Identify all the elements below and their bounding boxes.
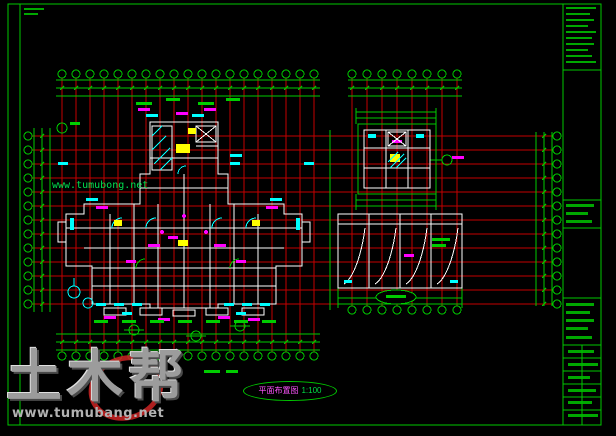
sheet-frame [7, 3, 602, 426]
watermark-logo-text: 土木帮 [6, 345, 189, 408]
watermark-url-middle: www.tumubong.net [52, 180, 149, 191]
yellow-highlights [114, 128, 400, 246]
title-block [563, 69, 601, 425]
axis-grid-lines [32, 78, 553, 352]
green-callouts [56, 122, 453, 342]
cyan-fills [58, 114, 314, 315]
plan-badge-title: 平面布置图 [258, 386, 299, 395]
detail-elevator-plan [357, 123, 437, 195]
detail-section-panels [337, 213, 463, 289]
watermark-url-bottom: www.tumubang.net [12, 406, 165, 421]
floor-plan [57, 121, 311, 317]
grid-bubbles [23, 69, 562, 361]
plan-badge-scale: 1:100 [301, 386, 322, 395]
plan-title-badge: 平面布置图 1:100 [243, 381, 337, 401]
detail-badge-text [386, 295, 406, 298]
magenta-notes [96, 108, 464, 321]
dimension-ticks [39, 85, 547, 345]
title-block-text [24, 7, 598, 417]
